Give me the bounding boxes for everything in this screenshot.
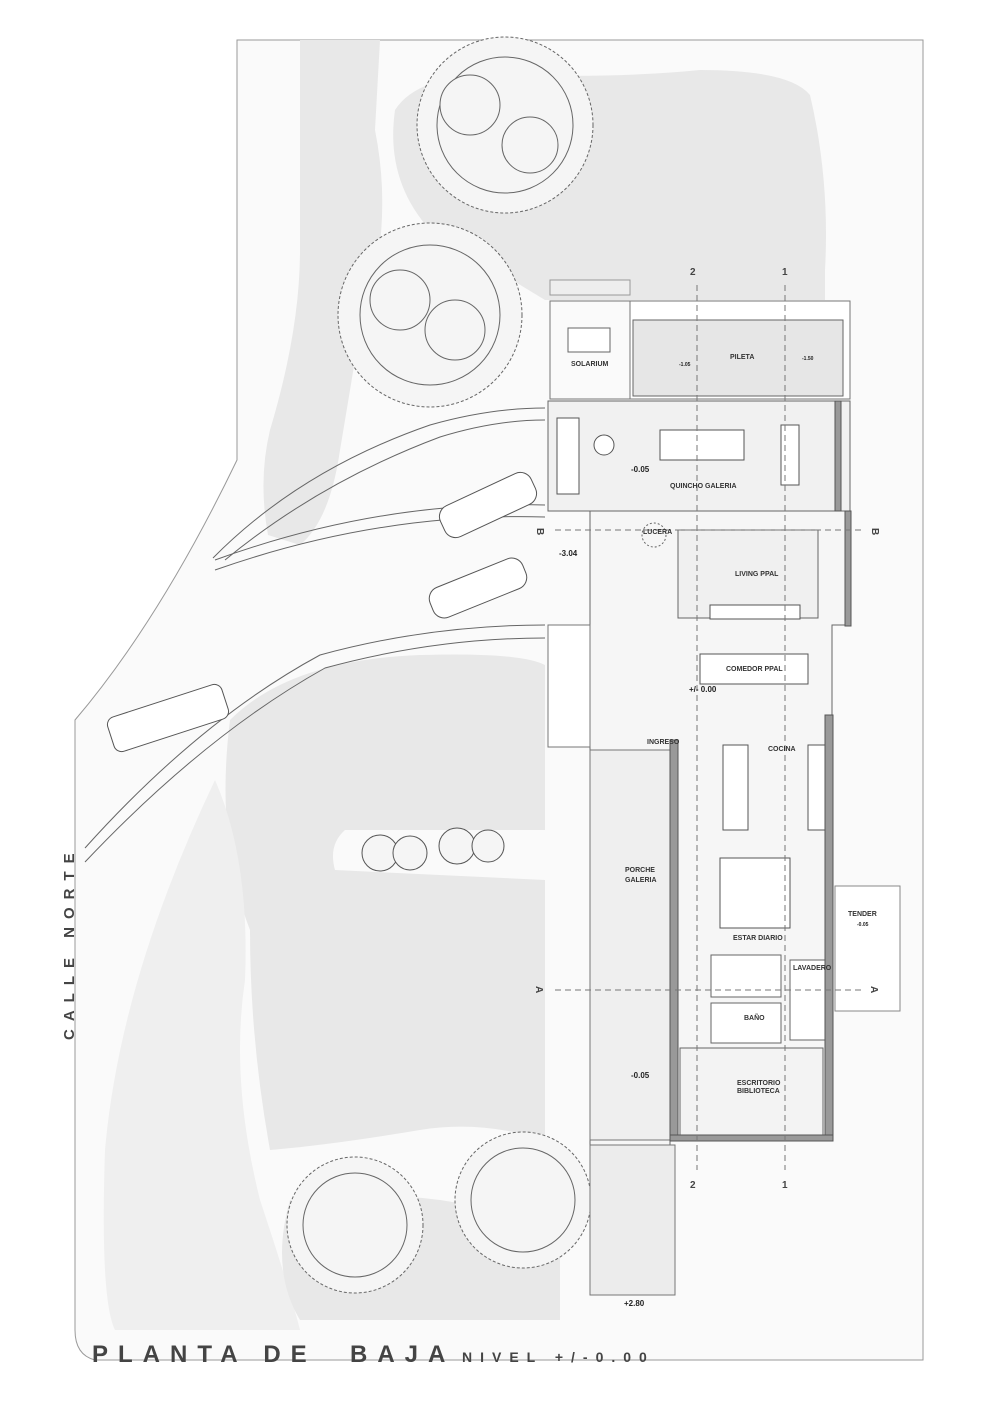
pool-steps (549, 279, 631, 296)
label-solarium: SOLARIUM (571, 361, 609, 368)
quincho-table-round (593, 434, 615, 456)
cut-2-top: 2 (690, 267, 696, 278)
label-ingreso: INGRESO (647, 739, 680, 746)
level-entry: +2.80 (624, 1299, 645, 1308)
tree-south-left (286, 1156, 424, 1294)
label-bano: BAÑO (744, 1013, 765, 1022)
solarium-lounger (567, 327, 611, 353)
walls (669, 400, 852, 1142)
car-3 (106, 683, 230, 753)
living-room (677, 529, 819, 619)
quincho-sofa (556, 417, 580, 495)
level-pool-left: -1.05 (679, 362, 691, 368)
lawn-patch-north (263, 40, 383, 545)
label-tender: TENDER (848, 911, 877, 918)
cut-b-left: B (534, 528, 545, 535)
kitchen-counter (807, 744, 827, 831)
bathroom (710, 1002, 782, 1044)
level-tender: -0.05 (857, 922, 869, 928)
shrubs (361, 827, 505, 872)
page-subtitle: NIVEL +/-0.00 (462, 1349, 655, 1365)
dining-table (699, 653, 809, 685)
label-cocina: COCINA (768, 746, 796, 753)
street-name: CALLE NORTE (61, 845, 78, 1040)
living-sofa (709, 604, 801, 620)
label-living: LIVING PPAL (735, 571, 779, 578)
car-1 (438, 471, 538, 539)
quincho-dining-table (659, 429, 745, 461)
family-sofa (719, 857, 791, 929)
entry-ramp (589, 1144, 676, 1296)
lawn-patch-west (103, 780, 300, 1330)
driveway-upper (212, 407, 546, 561)
label-lucera: LUCERA (643, 529, 672, 536)
tender-area (834, 885, 901, 1012)
level-driveway: -3.04 (559, 549, 578, 558)
level-porch: -0.05 (631, 1071, 650, 1080)
cut-b-right: B (869, 528, 880, 535)
level-main: +/- 0.00 (689, 685, 717, 694)
cut-2-bottom: 2 (690, 1180, 696, 1191)
laundry (789, 959, 826, 1041)
lucera (641, 522, 667, 548)
access-path (84, 624, 546, 863)
label-lavadero: LAVADERO (793, 965, 832, 972)
study (679, 1047, 824, 1137)
quincho-bar (780, 424, 800, 486)
label-porche-2: GALERIA (625, 877, 657, 884)
label-estar: ESTAR DIARIO (733, 935, 783, 942)
label-pileta: PILETA (730, 354, 754, 361)
cut-a-right: A (868, 986, 879, 993)
label-quincho: QUINCHO GALERIA (670, 483, 737, 490)
tree-north (416, 36, 594, 214)
level-quincho: -0.05 (631, 465, 650, 474)
cut-1-top: 1 (782, 267, 788, 278)
level-pool-right: -1.50 (802, 356, 814, 362)
tree-west (337, 222, 523, 408)
label-escritorio-2: BIBLIOTECA (737, 1088, 780, 1095)
external-stairs (547, 624, 591, 748)
page-title: PLANTA DE BAJA (92, 1341, 456, 1368)
cut-1-bottom: 1 (782, 1180, 788, 1191)
porch-area (589, 749, 671, 1141)
kitchen-island (722, 744, 749, 831)
pool (632, 319, 844, 397)
label-porche-1: PORCHE (625, 867, 655, 874)
label-escritorio-1: ESCRITORIO (737, 1080, 781, 1087)
section-cuts (555, 285, 865, 1170)
stairs-internal (710, 954, 782, 998)
lawn-patch-south (225, 654, 545, 1150)
car-2 (428, 557, 528, 619)
label-comedor: COMEDOR PPAL (726, 666, 783, 673)
cut-a-left: A (533, 986, 544, 993)
tree-south-right (454, 1131, 592, 1269)
